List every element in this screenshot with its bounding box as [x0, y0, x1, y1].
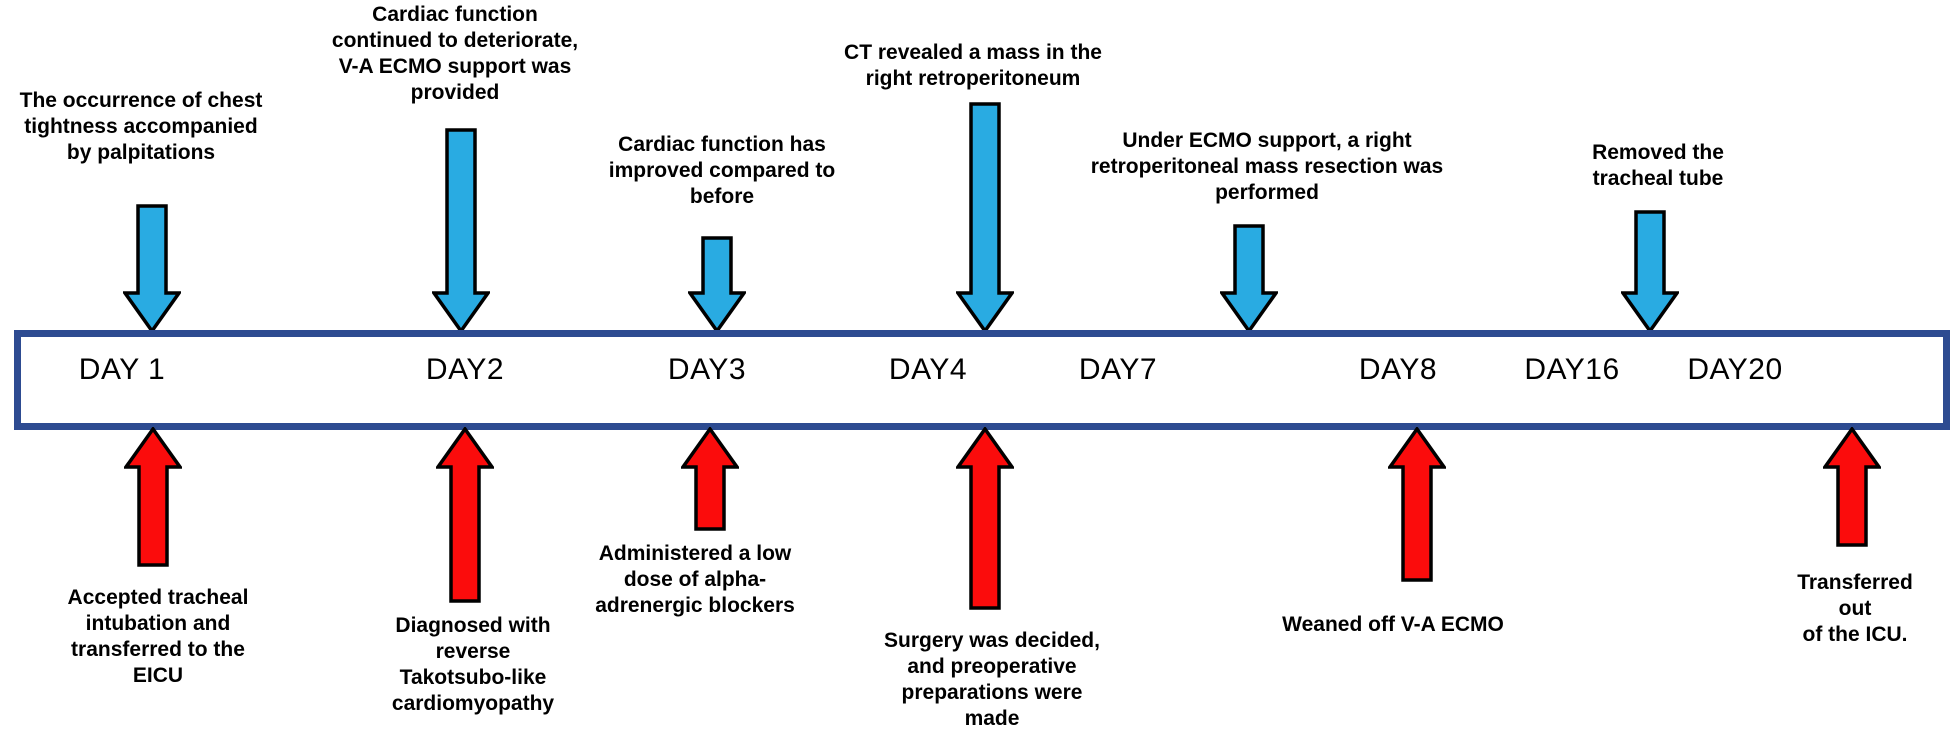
event-label: Under ECMO support, a right retroperiton… [1090, 129, 1444, 204]
down-arrow-icon [686, 236, 748, 335]
event-label: The occurrence of chest tightness accomp… [19, 89, 263, 164]
day-label-4: DAY4 [888, 353, 968, 386]
day-label-1: DAY 1 [78, 353, 166, 386]
up-arrow-icon [434, 425, 496, 603]
event-label: Cardiac function has improved compared t… [608, 133, 836, 208]
event-label: Administered a low dose of alpha- adrene… [595, 542, 795, 617]
event-label: Weaned off V-A ECMO [1282, 613, 1504, 636]
down-arrow-icon [954, 102, 1016, 335]
down-arrow-icon [121, 204, 183, 335]
day-label-20: DAY20 [1687, 353, 1783, 386]
day-label-2: DAY2 [425, 353, 505, 386]
up-arrow-icon [679, 425, 741, 531]
day-label-16: DAY16 [1524, 353, 1620, 386]
event-label: Diagnosed with reverse Takotsubo-like ca… [391, 614, 555, 715]
up-arrow-icon [1821, 425, 1883, 547]
down-arrow-icon [1619, 210, 1681, 335]
down-arrow-icon [430, 128, 492, 335]
event-label: Accepted tracheal intubation and transfe… [67, 586, 249, 687]
up-arrow-icon [1386, 425, 1448, 582]
event-label: CT revealed a mass in the right retroper… [844, 41, 1102, 90]
down-arrow-icon [1218, 224, 1280, 335]
event-label: Removed the tracheal tube [1592, 141, 1724, 190]
event-label: Cardiac function continued to deteriorat… [331, 3, 579, 104]
day-label-8: DAY8 [1358, 353, 1438, 386]
event-label: Surgery was decided, and preoperative pr… [884, 629, 1100, 730]
up-arrow-icon [122, 425, 184, 567]
up-arrow-icon [954, 425, 1016, 610]
timeline-bar [14, 330, 1950, 430]
day-label-7: DAY7 [1078, 353, 1158, 386]
day-label-3: DAY3 [667, 353, 747, 386]
event-label: Transferred out of the ICU. [1797, 571, 1913, 646]
